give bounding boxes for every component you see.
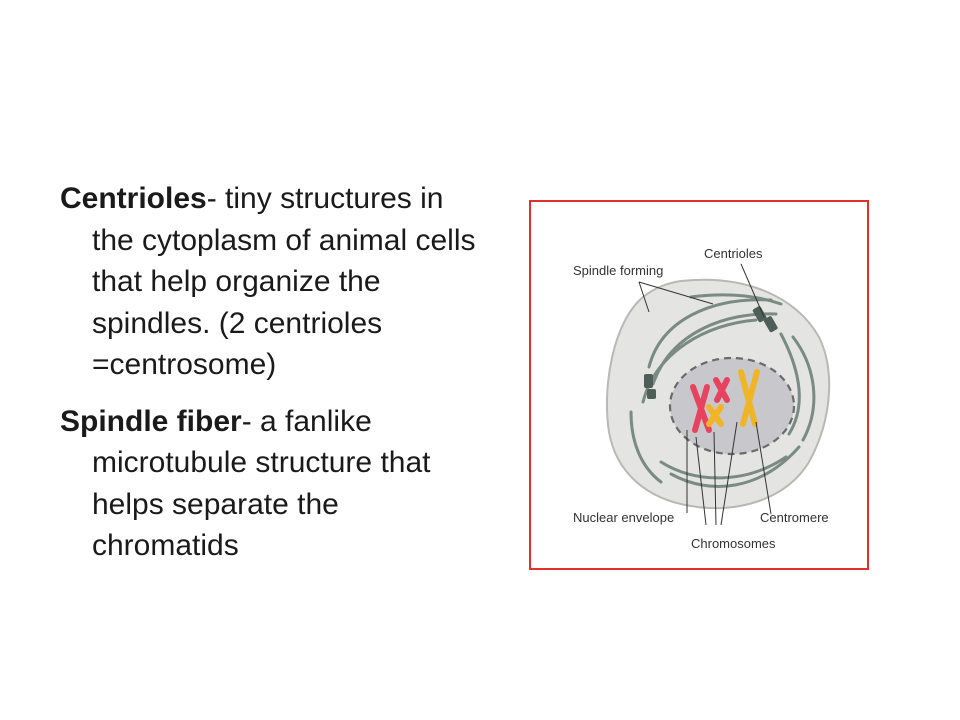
definition-text-spindle-fiber: - a fanlike microtubule structure that h… xyxy=(92,404,431,563)
term-spindle-fiber: Spindle fiber xyxy=(60,404,242,438)
definitions: Centrioles- tiny structures in the cytop… xyxy=(60,178,480,582)
term-centrioles: Centrioles xyxy=(60,182,207,215)
centrioles xyxy=(644,306,778,399)
nucleus xyxy=(668,356,796,456)
label-chromosomes: Chromosomes xyxy=(691,536,776,551)
label-spindle-forming: Spindle forming xyxy=(573,263,663,278)
label-centromere: Centromere xyxy=(760,510,829,525)
definition-centrioles: Centrioles- tiny structures in the cytop… xyxy=(60,178,480,386)
definition-spindle-fiber: Spindle fiber- a fanlike microtubule str… xyxy=(60,401,480,567)
label-nuclear-envelope: Nuclear envelope xyxy=(573,510,674,525)
definition-text-centrioles: - tiny structures in the cytoplasm of an… xyxy=(92,182,476,381)
cell-illustration: Centrioles Spindle forming Nuclear envel… xyxy=(573,246,831,551)
spindle-fibers xyxy=(629,293,816,488)
label-centrioles: Centrioles xyxy=(704,246,763,261)
leader-lines xyxy=(638,263,772,526)
chromosomes xyxy=(690,369,760,433)
cell-diagram: Centrioles Spindle forming Nuclear envel… xyxy=(529,200,869,570)
